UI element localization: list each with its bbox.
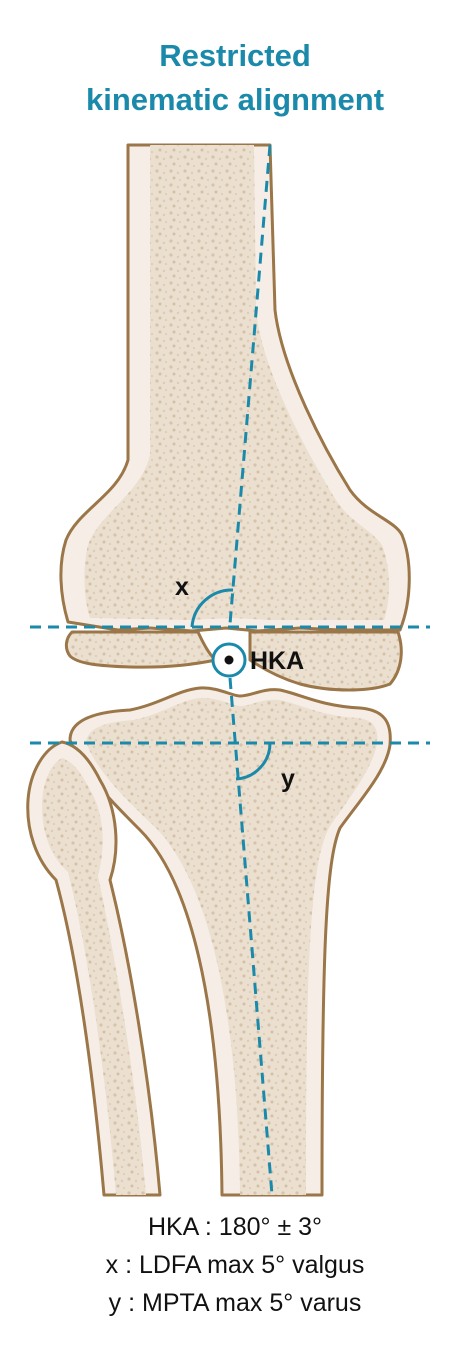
femur bbox=[59, 143, 411, 692]
title-line-1: Restricted bbox=[159, 38, 311, 73]
angle-y-arc bbox=[235, 742, 272, 781]
label-x: x bbox=[175, 573, 189, 601]
hka-center-dot bbox=[224, 655, 234, 665]
title-line-2: kinematic alignment bbox=[85, 82, 385, 117]
fibula bbox=[26, 740, 162, 1197]
femur-medial-condyle bbox=[64, 630, 218, 669]
fibula-marrow bbox=[42, 758, 146, 1195]
angle-x-arc bbox=[190, 588, 234, 628]
label-y: y bbox=[281, 765, 295, 793]
femoral-mechanical-axis bbox=[228, 144, 272, 625]
tibial-mechanical-axis bbox=[228, 677, 274, 1196]
alignment-lines bbox=[30, 144, 430, 1196]
femur-lateral-condyle bbox=[248, 630, 403, 692]
tibia-marrow bbox=[86, 697, 378, 1195]
caption-x: x : LDFA max 5° valgus bbox=[105, 1251, 365, 1279]
tibia bbox=[68, 686, 392, 1197]
label-hka: HKA bbox=[250, 647, 304, 675]
caption-hka: HKA : 180° ± 3° bbox=[147, 1213, 323, 1241]
caption-y: y : MPTA max 5° varus bbox=[108, 1289, 362, 1317]
femur-marrow bbox=[84, 145, 390, 620]
